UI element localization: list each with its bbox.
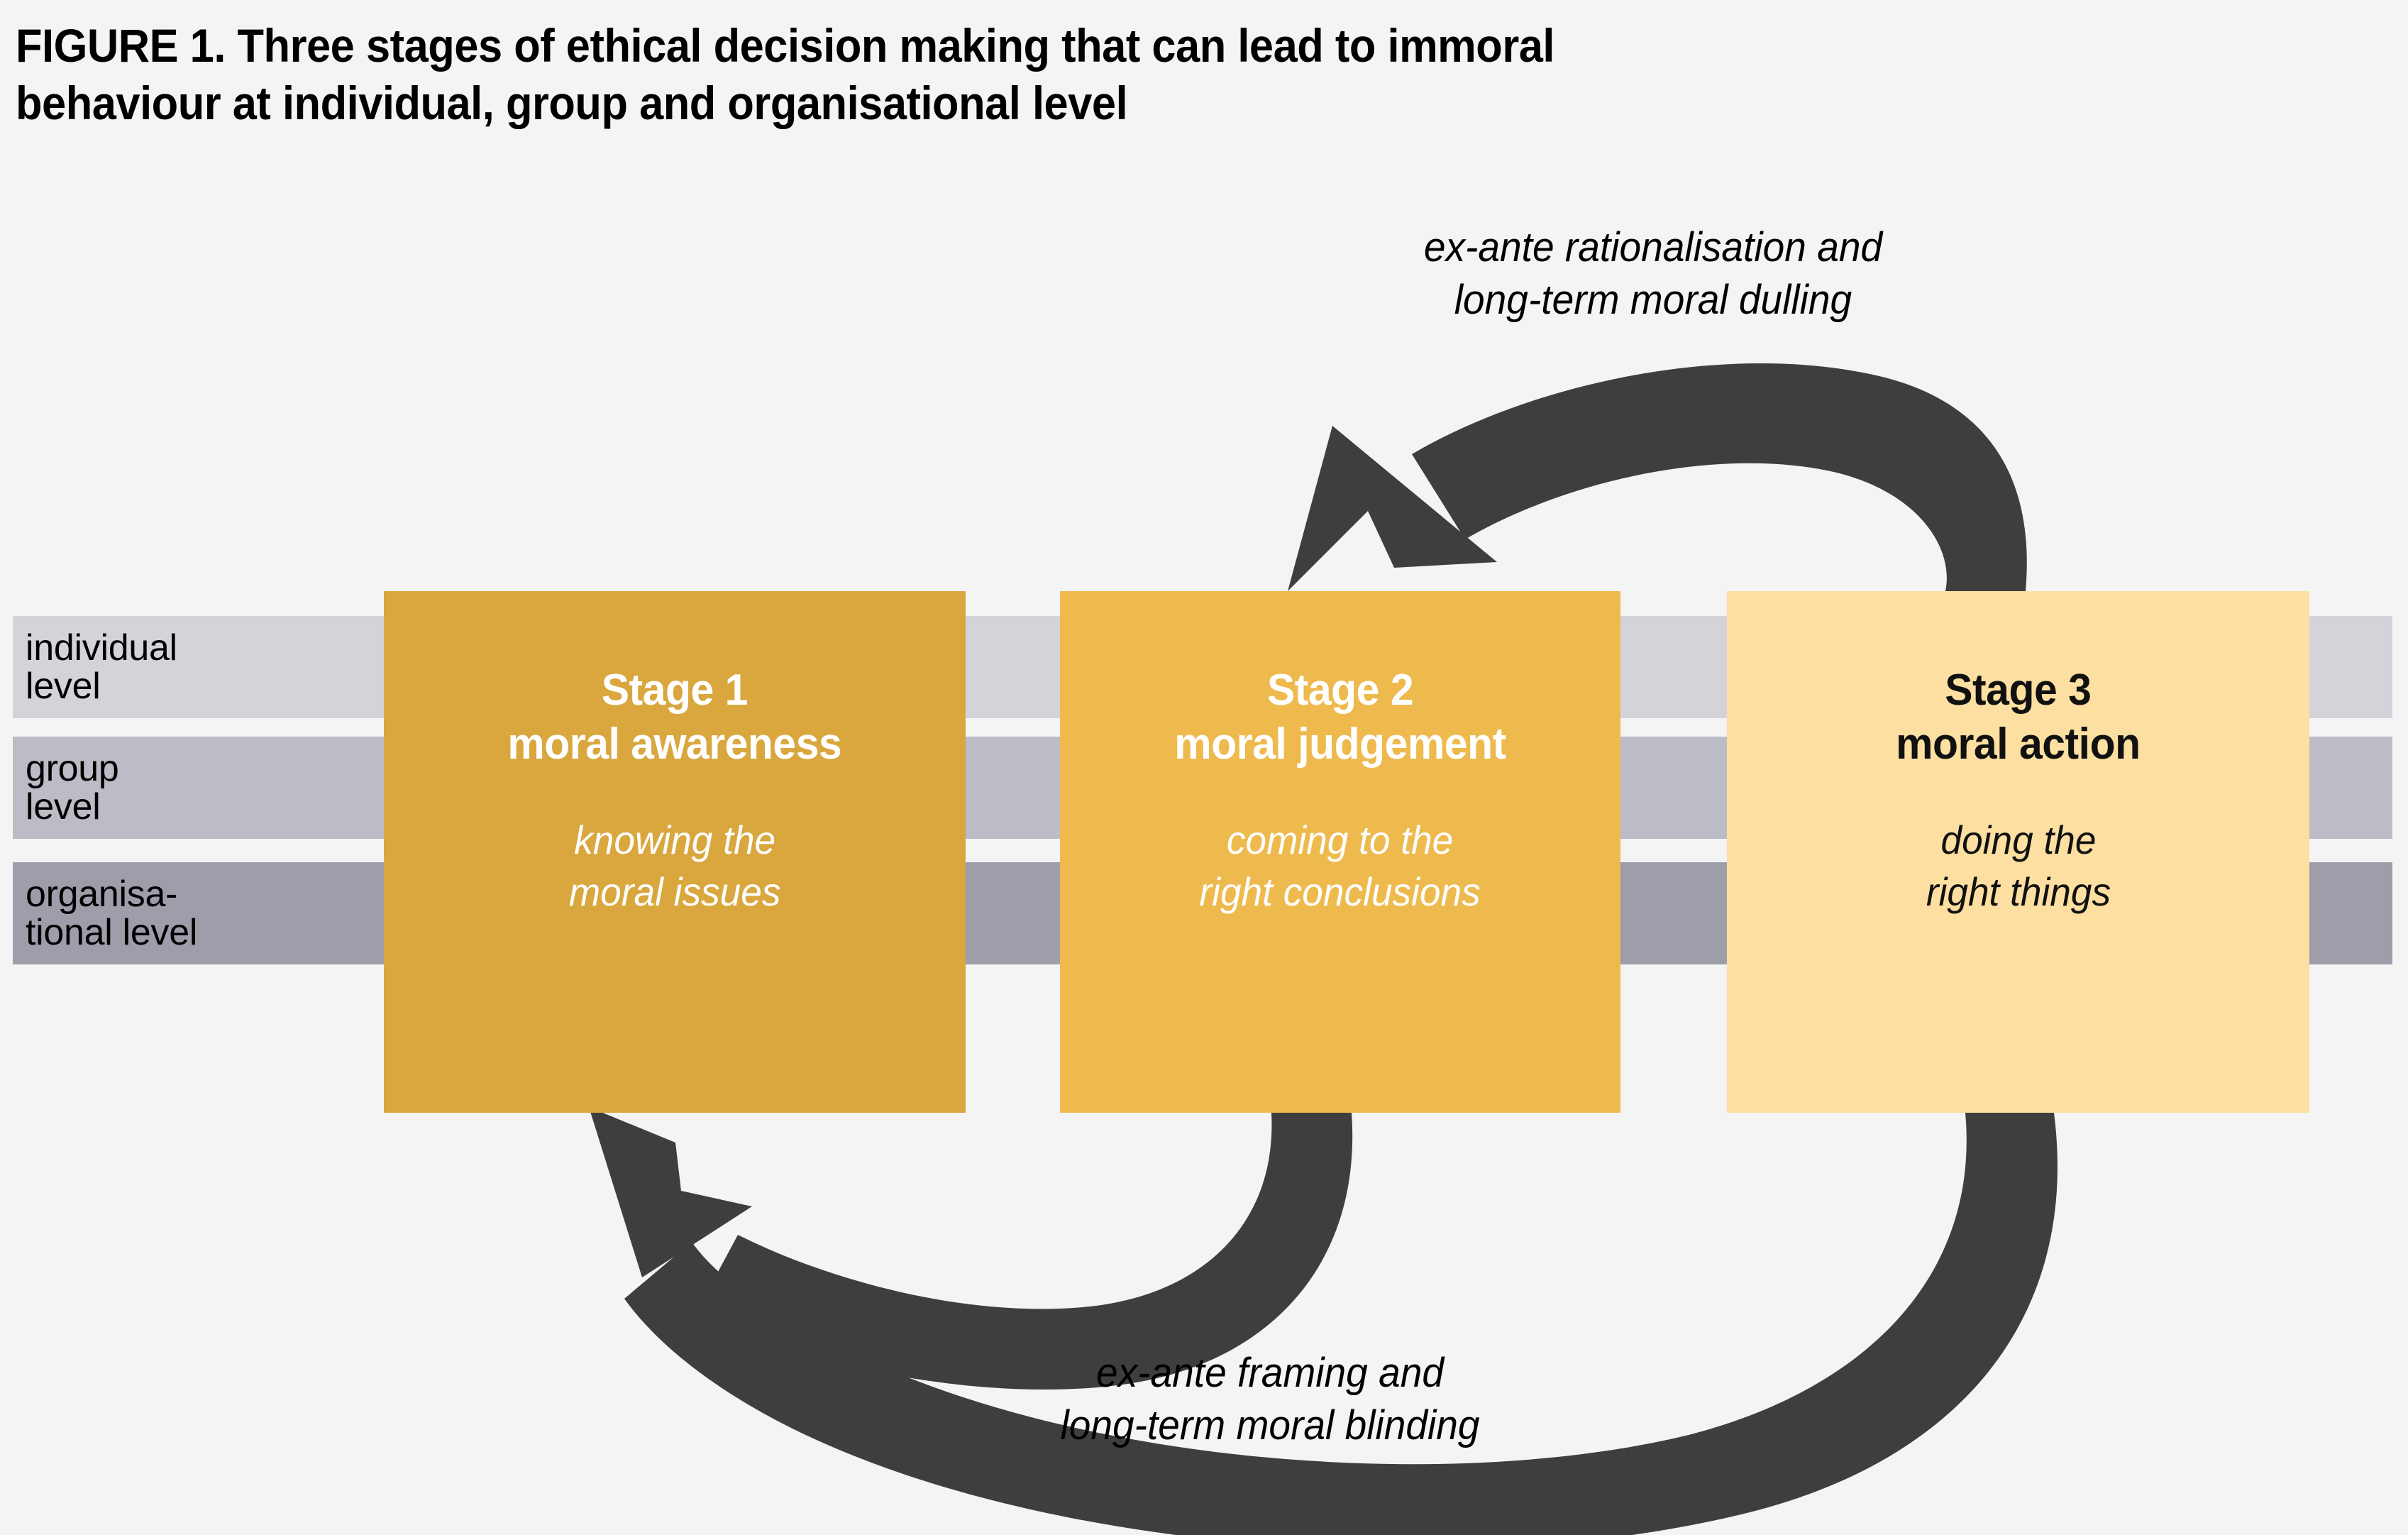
annotation-bottom-feedback: ex-ante framing and long-term moral blin… [1060,1350,1480,1449]
level-label-organisational: organisa- tional level [26,873,198,953]
title-line-1: FIGURE 1. Three stages of ethical decisi… [16,19,1555,72]
stage-1-subtitle: knowing the moral issues [568,818,781,915]
arrow-top-stage3-to-stage2 [1288,363,2027,591]
stage-3-title: Stage 3 moral action [1896,666,2141,769]
annotation-top-feedback: ex-ante rationalisation and long-term mo… [1423,224,1883,324]
stage-box-1[interactable]: Stage 1 moral awareness knowing the mora… [384,591,966,1113]
stage-3-subtitle: doing the right things [1926,818,2111,915]
stage-2-subtitle: coming to the right conclusions [1199,818,1481,915]
level-label-individual: individual level [26,627,177,707]
stage-1-title: Stage 1 moral awareness [507,666,842,769]
page-title: FIGURE 1. Three stages of ethical decisi… [16,17,1797,131]
level-label-group: group level [26,747,119,827]
title-line-2: behaviour at individual, group and organ… [16,76,1128,129]
arrow-bottom-stage3-to-stage1 [589,1107,2058,1535]
stage-2-title: Stage 2 moral judgement [1174,666,1506,769]
stage-box-2[interactable]: Stage 2 moral judgement coming to the ri… [1060,591,1620,1113]
stage-box-3[interactable]: Stage 3 moral action doing the right thi… [1727,591,2309,1113]
